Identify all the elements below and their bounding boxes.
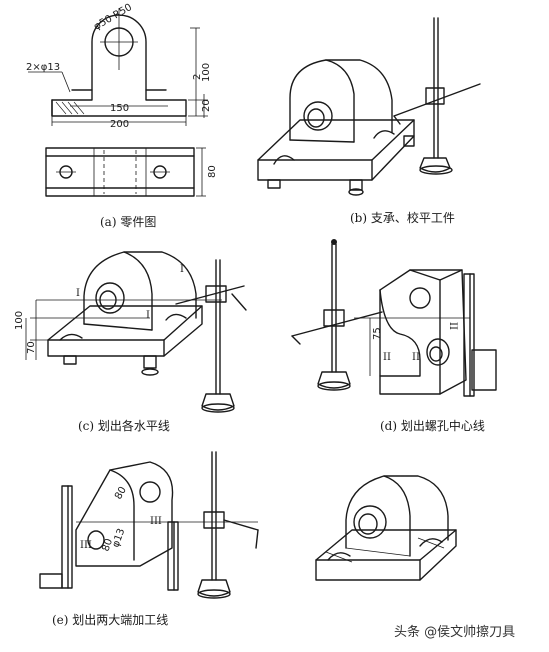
panel-c-caption: (c) 划出各水平线 [78, 418, 170, 433]
panel-b-caption: (b) 支承、校平工件 [350, 210, 455, 225]
marker-e-III-right: III [150, 516, 162, 527]
dim-20: 20 [201, 99, 212, 112]
dim-diameter-radius: φ50 R50 [92, 2, 134, 33]
dim-e-80-top: 80 [113, 485, 129, 502]
marker-d-II-b: II [412, 352, 420, 363]
dim-80: 80 [207, 165, 218, 178]
marker-d-II-c: II [447, 322, 458, 330]
dim-200: 200 [110, 119, 129, 130]
panel-a-part-drawing: 2×φ13 φ50 R50 150 200 100 20 2 80 (a) 零件… [26, 2, 218, 229]
dim-holes: 2×φ13 [26, 62, 60, 73]
panel-e-end-lines: 80 φ13 80 III III (e) 划出两大端加工线 [39, 451, 259, 627]
panel-c-horizontal-lines: 100 70 I I I (c) 划出各水平线 [14, 251, 247, 433]
panel-f-finished-part [315, 475, 457, 581]
marker-c-I-top: I [180, 264, 184, 275]
panel-d-hole-centres: 75 II II II (d) 划出螺孔中心线 [291, 239, 497, 433]
dim-d-75: 75 [372, 327, 383, 340]
marker-c-I-mid: I [146, 310, 150, 321]
marker-d-II-a: II [383, 352, 391, 363]
panel-a-caption: (a) 零件图 [100, 215, 156, 229]
panel-b-support-level: (b) 支承、校平工件 [257, 17, 481, 225]
watermark: 头条 @侯文帅擦刀具 [394, 624, 515, 640]
dim-2: 2 [192, 74, 203, 80]
marker-e-III-left: III [80, 540, 92, 551]
dim-100: 100 [201, 63, 212, 82]
dim-c-100: 100 [14, 311, 25, 330]
dim-e-80: 80 [100, 537, 115, 553]
panel-d-caption: (d) 划出螺孔中心线 [380, 418, 485, 433]
dim-150: 150 [110, 103, 129, 114]
panel-e-caption: (e) 划出两大端加工线 [52, 613, 168, 627]
dim-c-70: 70 [26, 341, 37, 354]
marker-c-I-left: I [76, 288, 80, 299]
